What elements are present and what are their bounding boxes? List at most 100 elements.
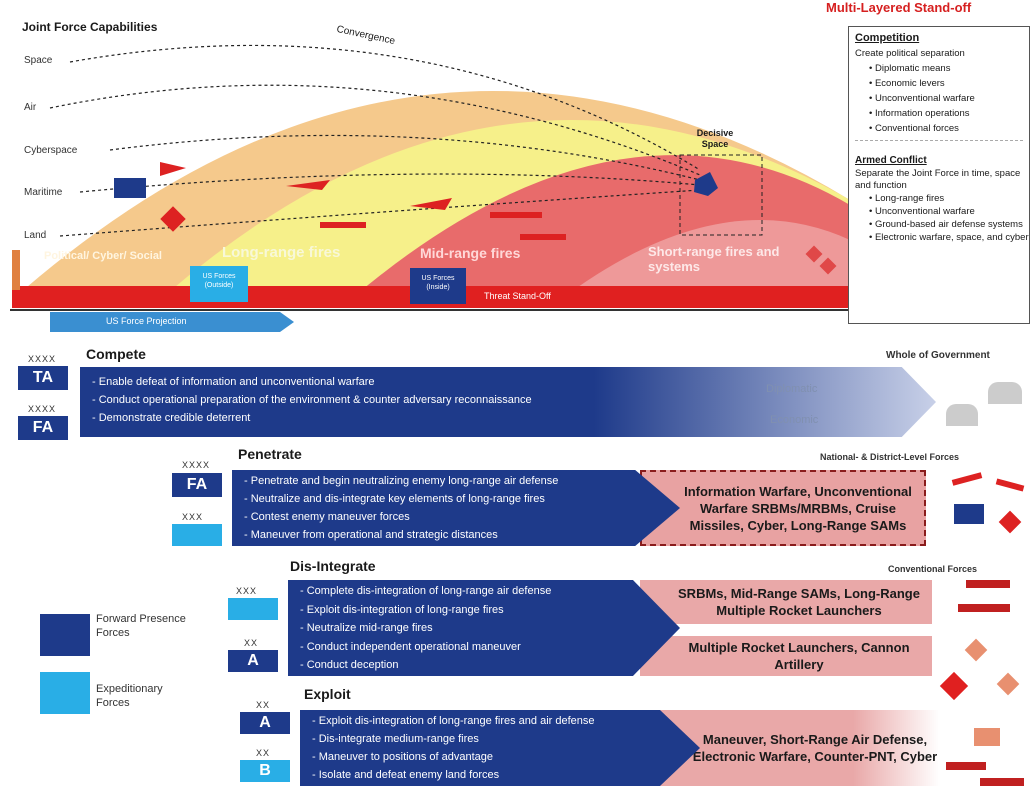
disintegrate-badge-expeditionary (228, 598, 278, 620)
compete-right-label: Whole of Government (886, 350, 990, 361)
disintegrate-threat-box-2: Multiple Rocket Launchers, Cannon Artill… (640, 636, 932, 676)
domain-maritime: Maritime (24, 187, 63, 198)
zone-long-range: Long-range fires (222, 244, 341, 261)
short-range-zone (560, 220, 850, 300)
compete-item: Demonstrate credible deterrent (92, 409, 936, 427)
disintegrate-unit1: XXX (236, 586, 258, 596)
disintegrate-threat-icons (936, 572, 1030, 722)
compete-title: Compete (86, 346, 146, 362)
disintegrate-badge-a: A (228, 650, 278, 672)
legend-forward-label: Forward Presence Forces (96, 613, 186, 639)
forces-inside-box (410, 268, 466, 304)
armed-item: Electronic warfare, space, and cyber (869, 231, 1029, 244)
exploit-badge-a: A (240, 712, 290, 734)
compete-item: Enable defeat of information and unconve… (92, 373, 936, 391)
penetrate-arrow: Penetrate and begin neutralizing enemy l… (232, 470, 680, 546)
compete-unit2: XXXX (28, 404, 57, 414)
legend-expeditionary-swatch (40, 672, 90, 714)
decisive-space-label: Decisive Space (696, 128, 734, 149)
enemy-assets (160, 162, 566, 240)
competition-desc: Create political separation (855, 48, 965, 59)
diplomatic-label: Diplomatic (766, 383, 818, 395)
penetrate-badge-expeditionary (172, 524, 222, 546)
legend-forward-swatch (40, 614, 90, 656)
compete-badge-ta: TA (18, 366, 68, 390)
decisive-space-marker (694, 172, 718, 196)
armed-heading: Armed Conflict (855, 155, 927, 166)
penetrate-item: Maneuver from operational and strategic … (244, 526, 680, 544)
joint-force-title: Joint Force Capabilities (22, 20, 158, 34)
compete-item: Conduct operational preparation of the e… (92, 391, 936, 409)
exploit-unit2: XX (256, 748, 271, 758)
disintegrate-unit2: XX (244, 638, 259, 648)
economic-label: Economic (770, 414, 819, 426)
standoff-diagram (10, 44, 852, 332)
penetrate-right-label: National- & District-Level Forces (820, 452, 960, 462)
disintegrate-arrow: Complete dis-integration of long-range a… (288, 580, 680, 676)
compete-unit1: XXXX (28, 354, 57, 364)
penetrate-threat-box: Information Warfare, Unconventional Warf… (640, 470, 926, 546)
zone-short-range: Short-range fires and systems (648, 244, 780, 274)
armed-item: Long-range fires (869, 192, 1029, 205)
force-projection-label: US Force Projection (106, 316, 187, 326)
exploit-badge-b: B (240, 760, 290, 782)
government-icons (946, 376, 1026, 432)
domain-cyberspace: Cyberspace (24, 145, 78, 156)
disintegrate-title: Dis-Integrate (290, 558, 376, 574)
exploit-title: Exploit (304, 686, 351, 702)
exploit-item: Isolate and defeat enemy land forces (312, 766, 700, 784)
penetrate-item: Contest enemy maneuver forces (244, 508, 680, 526)
standoff-side-panel: Competition Create political separation … (848, 26, 1030, 324)
zone-political: Political/ Cyber/ Social (44, 250, 162, 262)
zone-mid-range: Mid-range fires (420, 245, 521, 261)
disintegrate-item: Conduct independent operational maneuver (300, 638, 680, 657)
domain-space: Space (24, 55, 53, 66)
decisive-space-box (679, 154, 763, 236)
domain-land: Land (24, 230, 47, 241)
forces-inside-label: US Forces (Inside) (421, 275, 455, 291)
disintegrate-threat-box-1: SRBMs, Mid-Range SAMs, Long-Range Multip… (640, 580, 932, 624)
penetrate-badge-fa: FA (172, 473, 222, 497)
penetrate-item: Penetrate and begin neutralizing enemy l… (244, 472, 680, 490)
competition-item: Conventional forces (869, 121, 1029, 136)
disintegrate-right-label: Conventional Forces (888, 564, 978, 574)
competition-item: Diplomatic means (869, 61, 1029, 76)
force-projection-arrow (50, 312, 294, 332)
disintegrate-item: Complete dis-integration of long-range a… (300, 582, 680, 601)
competition-heading: Competition (855, 32, 920, 44)
exploit-item: Maneuver to positions of advantage (312, 748, 700, 766)
penetrate-item: Neutralize and dis-integrate key element… (244, 490, 680, 508)
forces-outside-label: US Forces (Outside) (202, 273, 236, 289)
competition-item: Economic levers (869, 76, 1029, 91)
exploit-item: Dis-integrate medium-range fires (312, 730, 700, 748)
armed-list: Long-range fires Unconventional warfare … (855, 192, 1029, 244)
threat-standoff-label: Threat Stand-Off (484, 291, 551, 301)
domain-air: Air (24, 102, 37, 113)
disintegrate-item: Neutralize mid-range fires (300, 619, 680, 638)
exploit-item: Exploit dis-integration of long-range fi… (312, 712, 700, 730)
satellite-icon (114, 178, 146, 198)
legend-expeditionary-label: Expeditionary Forces (96, 683, 163, 709)
soldier-icon (12, 250, 20, 290)
armed-item: Unconventional warfare (869, 205, 1029, 218)
penetrate-unit2: XXX (182, 512, 204, 522)
forces-outside-box (190, 266, 248, 302)
disintegrate-item: Exploit dis-integration of long-range fi… (300, 601, 680, 620)
penetrate-title: Penetrate (238, 446, 302, 462)
armed-item: Ground-based air defense systems (869, 218, 1029, 231)
penetrate-threat-icons (948, 466, 1028, 546)
disintegrate-item: Conduct deception (300, 656, 680, 675)
compete-arrow: Enable defeat of information and unconve… (80, 367, 936, 437)
compete-badge-fa: FA (18, 416, 68, 440)
penetrate-unit1: XXXX (182, 460, 211, 470)
competition-item: Unconventional warfare (869, 91, 1029, 106)
multi-layered-title: Multi-Layered Stand-off (826, 0, 972, 15)
competition-item: Information operations (869, 106, 1029, 121)
competition-list: Diplomatic means Economic levers Unconve… (855, 61, 1029, 136)
short-range-systems (805, 245, 837, 275)
exploit-threat-icons (940, 726, 1030, 796)
exploit-unit1: XX (256, 700, 271, 710)
convergence-lines (49, 44, 701, 237)
armed-desc: Separate the Joint Force in time, space … (855, 168, 1021, 191)
exploit-arrow: Exploit dis-integration of long-range fi… (300, 710, 700, 786)
